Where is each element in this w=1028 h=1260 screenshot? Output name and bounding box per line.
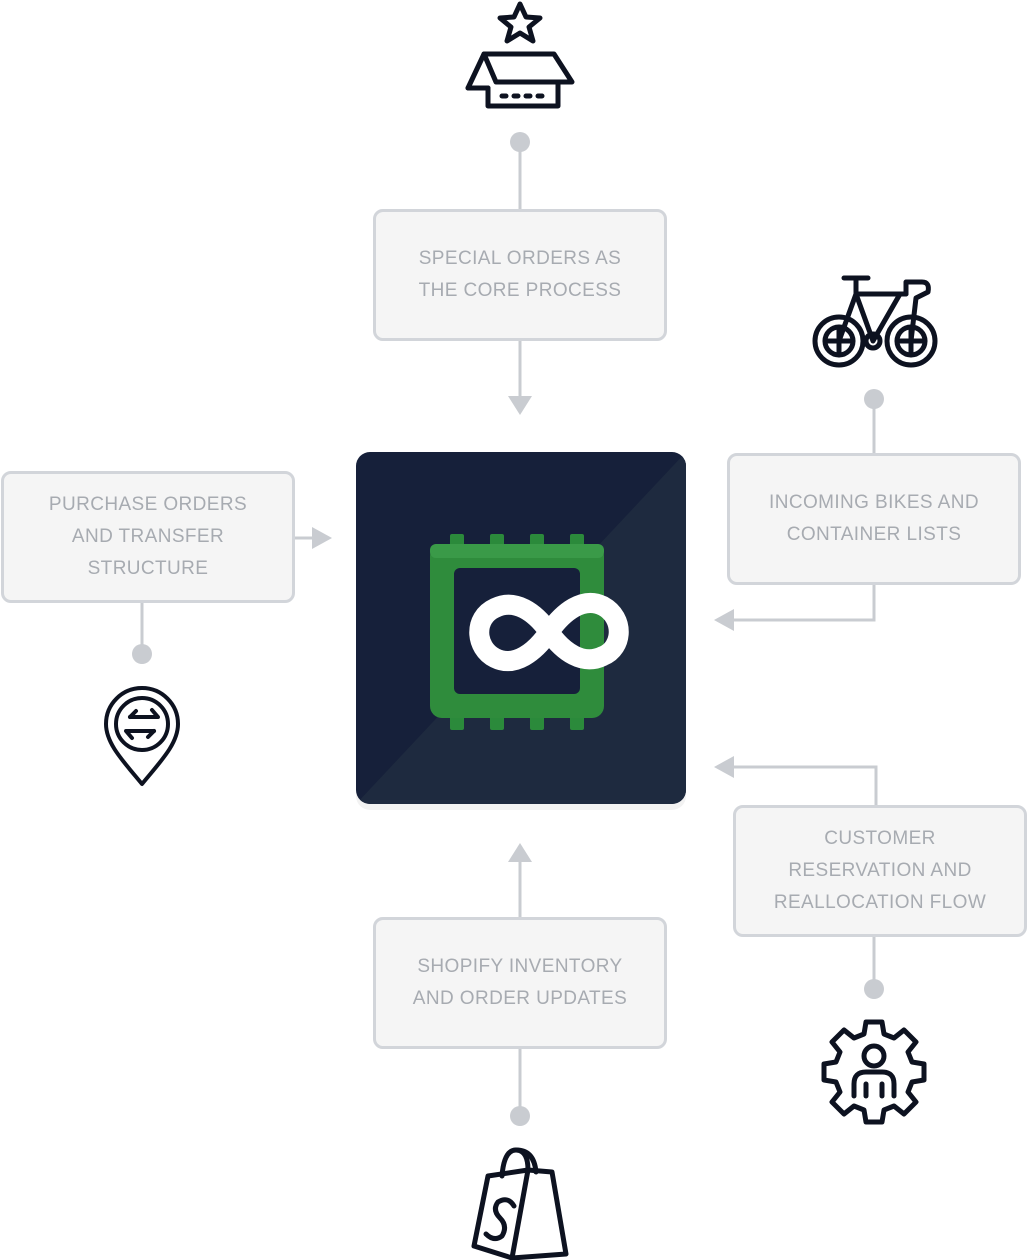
connector-dot <box>510 132 530 152</box>
node-label: PURCHASE ORDERS AND TRANSFER STRUCTURE <box>48 494 248 579</box>
node-label: INCOMING BIKES AND CONTAINER LISTS <box>769 492 979 545</box>
shopify-bag-icon <box>471 1147 569 1260</box>
connector-dot <box>510 1106 530 1126</box>
connector-incoming-bikes-hub <box>732 584 876 622</box>
location-transfer-icon <box>104 686 180 786</box>
box-with-star-icon <box>465 1 575 109</box>
infinity-chip-logo <box>356 452 686 804</box>
node-incoming-bikes: INCOMING BIKES AND CONTAINER LISTS <box>727 453 1021 585</box>
arrowhead-left <box>714 609 734 631</box>
arrowhead-down <box>508 396 532 415</box>
user-gear-icon <box>821 1019 927 1125</box>
bicycle-icon <box>812 275 938 368</box>
node-purchase-orders: PURCHASE ORDERS AND TRANSFER STRUCTURE <box>1 471 295 603</box>
arrowhead-left <box>714 756 734 778</box>
arrowhead-right <box>312 527 332 549</box>
connector-dot <box>864 389 884 409</box>
connector-dot <box>864 979 884 999</box>
connector-dot <box>132 644 152 664</box>
arrowhead-up <box>508 843 532 862</box>
hub-logo-card <box>356 452 686 804</box>
node-shopify-inventory: SHOPIFY INVENTORY AND ORDER UPDATES <box>373 917 667 1049</box>
node-special-orders: SPECIAL ORDERS AS THE CORE PROCESS <box>373 209 667 341</box>
connector-customer-reservation-hub <box>732 765 878 806</box>
node-label: SPECIAL ORDERS AS THE CORE PROCESS <box>418 248 622 301</box>
node-customer-reservation: CUSTOMER RESERVATION AND REALLOCATION FL… <box>733 805 1027 937</box>
node-label: SHOPIFY INVENTORY AND ORDER UPDATES <box>412 956 628 1009</box>
node-label: CUSTOMER RESERVATION AND REALLOCATION FL… <box>773 828 987 913</box>
